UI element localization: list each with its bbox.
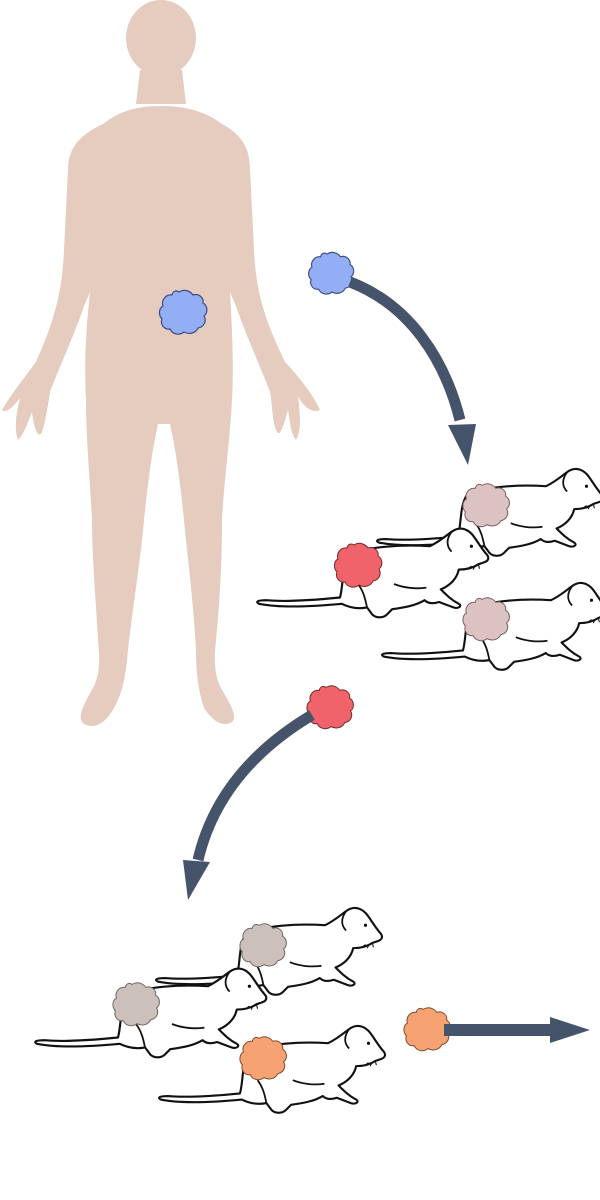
human-silhouette-icon bbox=[2, 0, 320, 727]
selected-tumor-icon bbox=[306, 685, 354, 730]
flow-arrow-icon bbox=[444, 1017, 590, 1043]
tumor-blob-icon bbox=[112, 982, 160, 1027]
tumor-blob-icon bbox=[462, 483, 510, 528]
flow-arrow-icon bbox=[347, 276, 476, 465]
selected-tumor-icon bbox=[403, 1007, 451, 1052]
tumor-blob-icon bbox=[462, 597, 510, 642]
tumor-blob-icon bbox=[333, 542, 383, 588]
tumor-blob-icon bbox=[239, 923, 287, 968]
extracted-tumor-icon bbox=[308, 251, 355, 295]
patient-tumor-icon bbox=[158, 289, 208, 335]
flow-arrow-icon bbox=[183, 710, 315, 900]
tumor-blob-icon bbox=[239, 1036, 287, 1081]
